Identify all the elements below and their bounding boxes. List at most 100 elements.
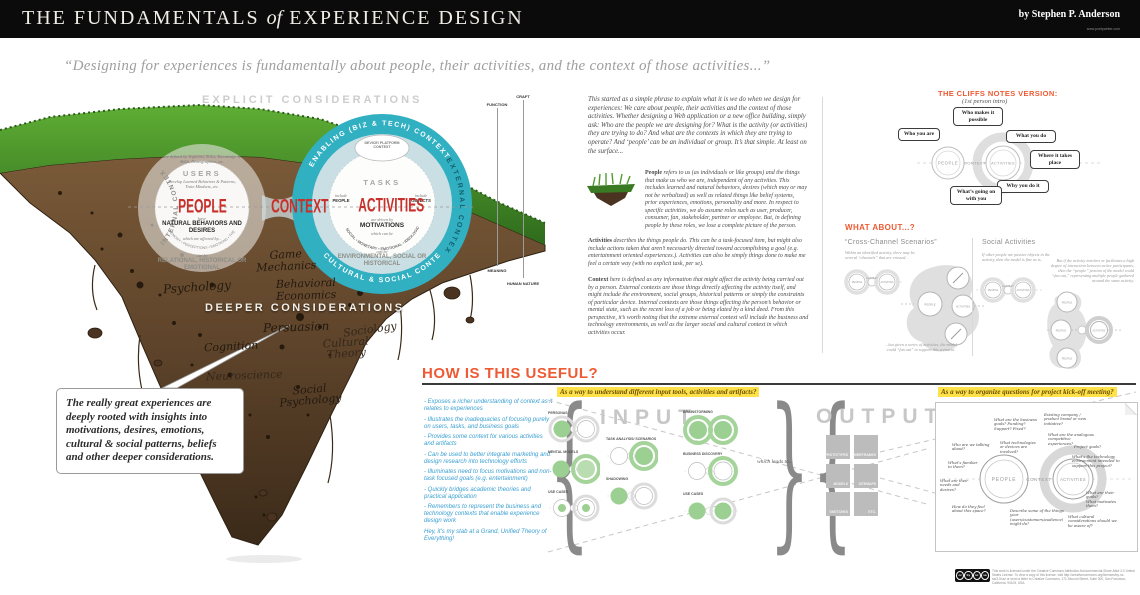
essay-context: Context here is defined as any informati… <box>588 277 809 336</box>
output-square-sitemaps: SITEMAPS <box>854 464 878 488</box>
activities-whichcanbe: which can be <box>370 231 394 236</box>
people-canbe: can be <box>196 253 208 258</box>
svg-text:ACTIVITIES: ACTIVITIES <box>880 281 893 284</box>
which-leads-to: which leads to... <box>757 459 793 465</box>
page-title: THE FUNDAMENTALS of EXPERIENCE DESIGN <box>22 7 524 30</box>
kickoff-question: What technologies or devices are involve… <box>1000 440 1036 454</box>
essay-people: People refers to us (as individuals or l… <box>645 170 808 229</box>
plumb-label-human-nature: HUMAN NATURE <box>506 281 540 286</box>
input-item-personas: PERSONAS <box>548 411 604 448</box>
kickoff-question: What are the business goals? Funding? Su… <box>994 417 1037 431</box>
title-of: of <box>266 7 283 29</box>
social-activities-title: Social Activities <box>982 239 1036 246</box>
svg-text:ACTIVITIES: ACTIVITIES <box>956 305 970 309</box>
input-item-brainstorming: BRAINSTORMING <box>683 410 739 451</box>
cc-sa-icon: sa <box>980 571 989 580</box>
activities-title: ACTIVITIES <box>358 194 425 217</box>
explicit-considerations-label: EXPLICIT CONSIDERATIONS <box>202 94 423 106</box>
island-illustration: ENABLING (BIZ & TECH) CONTEXT EXTERNAL C… <box>0 85 546 563</box>
device-context-label: DEVICE/ PLATFORM CONTEXT <box>364 141 400 150</box>
input-item-use-cases-1: USE CASES <box>548 490 604 527</box>
input-item-mental-models: MENTAL MODELS <box>548 450 604 489</box>
input-item-business-discovery: BUSINESS DISCOVERY <box>683 452 739 491</box>
license-text: This work is licensed under the Creative… <box>992 569 1135 585</box>
bullet: - Provides some context for various acti… <box>424 434 543 447</box>
bullet: - Can be used to better integrate market… <box>424 451 551 465</box>
title-part-2: EXPERIENCE DESIGN <box>289 7 524 29</box>
cliffs-subtitle: (1st person intro) <box>962 98 1008 105</box>
bullet: - Exposes a richer understanding of cont… <box>424 399 553 412</box>
context-title: CONTEXT <box>271 195 329 218</box>
grass-thumbnail <box>587 172 635 206</box>
useful-bullet-list: - Exposes a richer understanding of cont… <box>424 399 554 546</box>
bullet: Hey, it’s my stab at a Grand, Unified Th… <box>424 528 547 542</box>
cliffs-bubble-who-makes: Who makes it possible <box>953 107 1003 126</box>
grass-shape <box>0 105 545 245</box>
kickoff-question: What are their needs and desires? <box>940 478 969 492</box>
cc-nc-icon: nc <box>972 571 981 580</box>
input-item-shadowing: SHADOWING <box>606 477 662 516</box>
motivations-label: MOTIVATIONS <box>359 222 405 229</box>
cliffs-activities-label: ACTIVITIES <box>991 162 1015 166</box>
social-fan: PEOPLE PEOPLE PEOPLE ACTIVITIES <box>1047 291 1123 369</box>
soil-word: Cultural Theory <box>322 334 369 362</box>
svg-text:ACTIVITIES: ACTIVITIES <box>1060 477 1086 482</box>
cross-channel-chain: PEOPLE CONTEXT ACTIVITIES <box>844 269 904 295</box>
social-chain: PEOPLE CONTEXT ACTIVITIES <box>976 277 1044 303</box>
cross-channel-caption: Within an identified activity, there may… <box>845 250 915 260</box>
social-activities-caption-2: But if the activity involves or facilita… <box>1050 258 1134 283</box>
svg-text:PEOPLE: PEOPLE <box>1062 301 1073 305</box>
plumb-line-function-meaning <box>497 108 498 266</box>
cc-license-badge: cc by nc sa <box>955 569 990 582</box>
kickoff-question: What cultural considerations should we b… <box>1068 514 1117 528</box>
soil-word: Game Mechanics <box>255 247 317 275</box>
cliffs-bubble-who-you-are: Who you are <box>898 128 940 141</box>
note-input-tools: As a way to understand different input t… <box>557 387 760 397</box>
deep-insights-callout: The really great experiences are deeply … <box>56 388 244 474</box>
byline: by Stephen P. Anderson <box>1018 9 1120 20</box>
svg-text:PEOPLE: PEOPLE <box>1062 357 1073 361</box>
kickoff-question: Describe some of the things your (users/… <box>1010 508 1064 527</box>
page-fold <box>1125 403 1137 415</box>
activities-canbe: can be <box>376 249 388 254</box>
activities-driven: are driven by <box>370 217 394 222</box>
plumb-label-function: FUNCTION <box>486 102 508 107</box>
cc-icon: cc <box>956 571 965 580</box>
plumb-label-meaning: MEANING <box>487 268 507 273</box>
plumb-label-craft: CRAFT <box>516 94 530 99</box>
note-kickoff: As a way to organize questions for proje… <box>938 387 1117 397</box>
people-natural: NATURAL BEHAVIORS AND DESIRES <box>162 221 242 234</box>
input-label: INPUT <box>600 406 698 429</box>
soil-word: Behavioral Economics <box>275 275 337 304</box>
useful-title: HOW IS THIS USEFUL? <box>422 365 599 382</box>
essay-activities: Activities describes the things people d… <box>588 238 806 267</box>
cliffs-bubble-where: Where it takes place <box>1030 150 1080 169</box>
kickoff-card: PEOPLE CONTEXT ACTIVITIES Existing compa… <box>935 402 1138 552</box>
people-title: PEOPLE <box>178 195 227 218</box>
svg-text:PEOPLE: PEOPLE <box>852 280 863 284</box>
context-neck <box>262 194 296 222</box>
bullet: - Illuminates need to focus motivations … <box>424 469 552 482</box>
output-square-prototypes: PROTOTYPES <box>825 435 850 459</box>
kickoff-question: What motivates them? <box>1086 499 1117 509</box>
cliffs-bubble-why: Why you do it <box>997 180 1049 193</box>
soil-word: Social Psychology <box>278 381 343 410</box>
svg-text:CONTEXT: CONTEXT <box>1002 285 1014 288</box>
tasks-label: TASKS <box>363 178 401 187</box>
input-item-use-cases-2: USE CASES <box>683 492 739 531</box>
ground-shadow <box>226 555 302 563</box>
kickoff-question: Who are we talking about? <box>952 442 990 452</box>
output-square-sketches: SKETCHES <box>826 492 850 516</box>
what-about-divider <box>972 238 973 356</box>
header-bar: THE FUNDAMENTALS of EXPERIENCE DESIGN by… <box>0 0 1140 38</box>
device-context-bubble <box>354 134 410 162</box>
cross-channel-fan: PEOPLE ACTIVITIES <box>901 265 985 352</box>
users-label: USERS <box>182 169 222 178</box>
people-relational: RELATIONAL, HISTORICAL OR EMOTIONAL <box>157 258 247 271</box>
cliffs-bubble-whats-going-on: What’s going on with you <box>950 186 1002 205</box>
column-divider <box>822 97 823 353</box>
output-square-etc: ETC. <box>854 492 878 516</box>
soil-word: Neuroscience <box>205 367 283 384</box>
include-people: include PEOPLE <box>332 193 350 203</box>
